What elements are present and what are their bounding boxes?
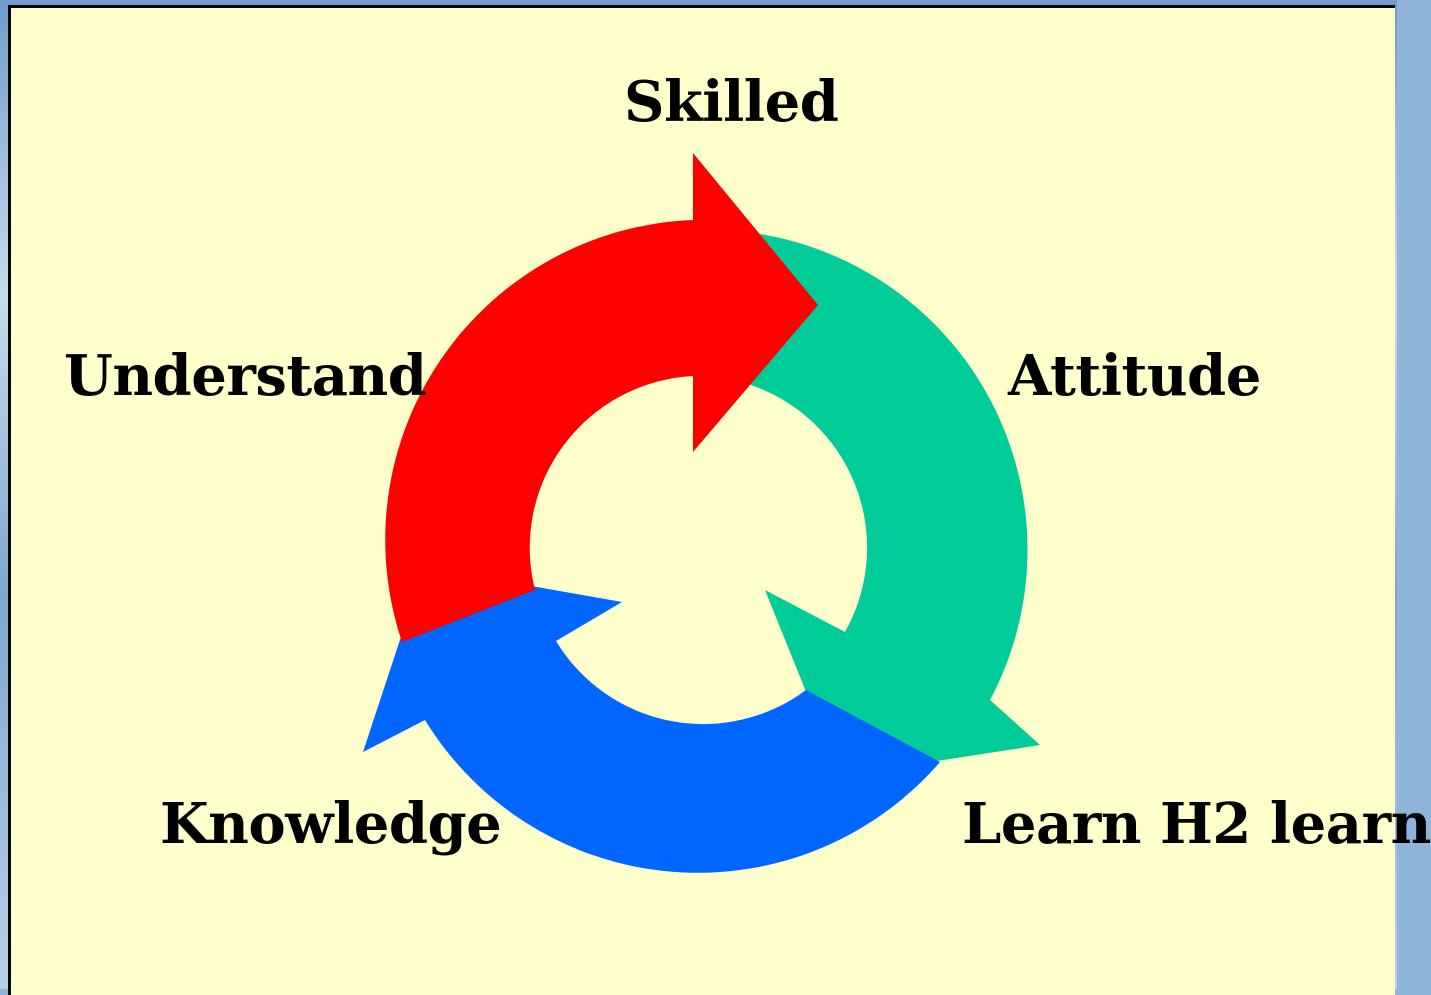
label-attitude: Attitude bbox=[1008, 343, 1261, 409]
arrow-green bbox=[748, 234, 1040, 776]
cycle-diagram bbox=[363, 153, 1040, 873]
label-knowledge: Knowledge bbox=[160, 791, 502, 857]
label-learn-h2-learn: Learn H2 learn bbox=[962, 791, 1431, 857]
arrow-blue bbox=[363, 567, 940, 873]
arrow-red bbox=[385, 153, 818, 642]
label-skilled: Skilled bbox=[624, 69, 839, 135]
label-understand: Understand bbox=[64, 343, 427, 409]
